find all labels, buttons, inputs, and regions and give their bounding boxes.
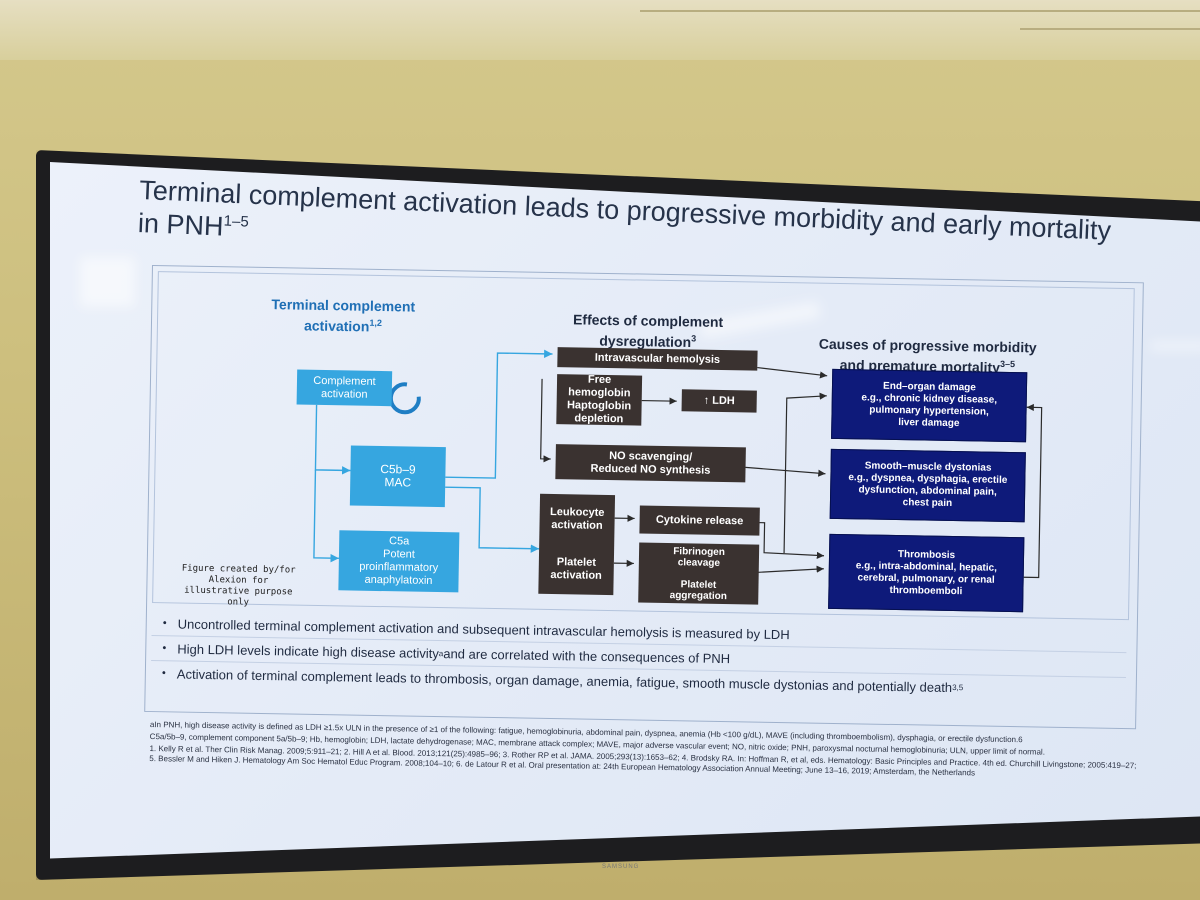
bullet-text-tail: and are correlated with the consequences… xyxy=(443,645,731,666)
diagram-panel: Terminal complement activation1,2 Effect… xyxy=(144,265,1144,730)
bullet-dot: • xyxy=(162,642,167,655)
label-platelet-activation: Platelet activation xyxy=(550,556,602,582)
tv-brand-logo: SAMSUNG xyxy=(602,864,640,870)
ceiling-seam xyxy=(640,10,1200,12)
box-complement-activation: Complement activation xyxy=(296,369,393,407)
title-text: in PNH xyxy=(137,207,225,242)
bullet-dot: • xyxy=(162,617,167,630)
box-cytokine-release: Cytokine release xyxy=(639,505,760,536)
flow-diagram: Terminal complement activation1,2 Effect… xyxy=(152,271,1135,621)
bullet-sup: 3,5 xyxy=(952,682,964,692)
box-c5b9-mac: C5b–9 MAC xyxy=(349,445,446,508)
bullet-dot: • xyxy=(161,667,166,680)
box-thrombosis: Thrombosis e.g., intra-abdominal, hepati… xyxy=(828,533,1025,613)
connector-arrows xyxy=(313,349,1043,579)
box-c5a: C5a Potent proinflammatory anaphylatoxin xyxy=(338,530,460,593)
box-smooth-muscle: Smooth–muscle dystonias e.g., dyspnea, d… xyxy=(829,448,1026,523)
bullet-list: •Uncontrolled terminal complement activa… xyxy=(151,611,1127,702)
box-free-hemoglobin: Free hemoglobin Haptoglobin depletion xyxy=(556,374,643,426)
screen-glare xyxy=(80,257,135,307)
title-superscript: 1–5 xyxy=(223,212,250,231)
bullet-text: High LDH levels indicate high disease ac… xyxy=(177,641,439,661)
box-leukocyte-platelet: Leukocyte activation Platelet activation xyxy=(538,493,616,596)
screen-glare xyxy=(1150,342,1200,350)
ceiling xyxy=(0,0,1200,60)
box-no-scavenging: NO scavenging/ Reduced NO synthesis xyxy=(555,444,746,483)
box-intravascular-hemolysis: Intravascular hemolysis xyxy=(557,347,758,371)
label-leukocyte: Leukocyte activation xyxy=(549,505,605,532)
box-end-organ-damage: End–organ damage e.g., chronic kidney di… xyxy=(831,368,1028,443)
ceiling-seam xyxy=(1020,28,1200,30)
box-ldh: ↑ LDH xyxy=(681,389,757,413)
box-fibrinogen: Fibrinogen cleavage Platelet aggregation xyxy=(638,542,760,605)
cycle-arrow xyxy=(388,382,421,415)
figure-note: Figure created by/for Alexion for illust… xyxy=(181,563,296,608)
